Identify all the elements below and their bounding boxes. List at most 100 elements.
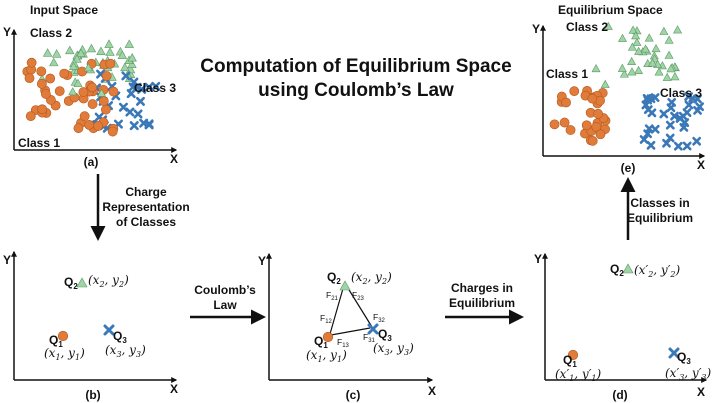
panel-c-q3-marker bbox=[367, 323, 379, 335]
class1-circle-marker bbox=[84, 119, 95, 130]
coord-y: , y′ bbox=[574, 367, 591, 381]
coord-y: , y′ bbox=[653, 263, 670, 277]
panel-e-y-label: Y bbox=[532, 22, 540, 36]
class2-triangle-marker bbox=[120, 62, 130, 72]
panel-b-charge-representation: Y X Q2(x2, y2)Q1(x1, y1)Q3(x3, y3) (b) bbox=[3, 250, 178, 402]
coord-close: ) bbox=[596, 367, 602, 381]
class2-triangle-marker bbox=[662, 72, 672, 81]
class1-circle-marker bbox=[591, 122, 602, 132]
force-label: F32 bbox=[373, 312, 386, 324]
coord-x-index: 1 bbox=[569, 374, 574, 383]
class2-triangle-marker bbox=[617, 63, 627, 72]
class2-triangle-marker bbox=[641, 44, 651, 53]
coord-x-index: 3 bbox=[116, 350, 121, 359]
coord-x: (x bbox=[306, 348, 318, 362]
charge-coordinates: (x2, y2) bbox=[351, 270, 392, 286]
class3-cross-marker bbox=[675, 113, 685, 123]
coord-y-index: 1 bbox=[337, 355, 342, 364]
class1-circle-marker bbox=[107, 126, 118, 137]
force-index: 13 bbox=[342, 343, 349, 349]
coord-y-index: 3 bbox=[404, 348, 409, 357]
class3-cross-marker bbox=[667, 97, 677, 107]
coord-x-index: 3 bbox=[679, 373, 684, 382]
panel-a-x-label: X bbox=[170, 152, 178, 166]
class1-circle-marker bbox=[569, 86, 580, 97]
class2-triangle-marker bbox=[634, 46, 644, 55]
panel-e-class2-label: Class 2 bbox=[566, 20, 608, 34]
coord-close: ) bbox=[123, 273, 129, 287]
class2-triangle-marker bbox=[634, 65, 644, 74]
class1-circle-marker bbox=[559, 117, 570, 128]
coord-y-index: 2 bbox=[381, 277, 387, 286]
panel-e-points bbox=[549, 21, 705, 151]
charge-name: Q3 bbox=[677, 350, 691, 366]
class1-circle-marker bbox=[101, 71, 112, 81]
arrow-charge-representation: Charge Representation of Classes bbox=[90, 174, 190, 241]
coord-close: ) bbox=[341, 348, 347, 362]
class2-triangle-marker bbox=[117, 50, 128, 59]
class1-circle-marker bbox=[595, 129, 606, 140]
panel-b-caption: (b) bbox=[85, 388, 100, 402]
class2-triangle-marker bbox=[664, 35, 674, 44]
coord-x: (x′ bbox=[634, 263, 648, 277]
panel-d-q3-marker bbox=[668, 347, 680, 359]
charge-coordinates: (x3, y3) bbox=[373, 341, 414, 357]
class2-triangle-marker bbox=[97, 88, 107, 97]
coord-x: (x bbox=[88, 273, 100, 287]
panel-e-caption: (e) bbox=[621, 161, 636, 175]
charge-coordinates: (x3, y3) bbox=[105, 343, 146, 359]
panel-c-x-label: X bbox=[428, 384, 436, 398]
coord-y-index: 1 bbox=[75, 353, 80, 362]
class2-triangle-marker bbox=[68, 61, 79, 70]
class1-circle-marker bbox=[45, 73, 56, 84]
charge-coordinates: (x′1, y′1) bbox=[555, 367, 602, 383]
charge-coordinates: (x1, y1) bbox=[306, 348, 347, 364]
coord-x-index: 3 bbox=[384, 348, 389, 357]
panel-a-input-space: Input Space Y X Class 2 Class 3 Class 1 … bbox=[3, 3, 178, 169]
class3-cross-marker bbox=[647, 108, 657, 118]
class1-circle-marker bbox=[581, 120, 592, 131]
class3-cross-marker bbox=[641, 100, 651, 110]
class2-triangle-marker bbox=[627, 42, 637, 51]
panel-e-class3-label: Class 3 bbox=[660, 86, 702, 100]
arrow-coulombs-law: Coulomb’s Law bbox=[190, 283, 266, 325]
arrow-a-to-b-label-3: of Classes bbox=[116, 215, 176, 229]
class3-cross-marker bbox=[129, 121, 139, 131]
coord-y-index: 3 bbox=[701, 373, 706, 382]
class1-circle-marker bbox=[78, 87, 89, 97]
class1-circle-marker bbox=[105, 58, 116, 69]
arrow-c-to-d-label-1: Charges in bbox=[451, 281, 513, 295]
panel-c-charge-labels: Q2(x2, y2)Q1(x1, y1)Q3(x3, y3) bbox=[306, 270, 414, 364]
class2-triangle-marker bbox=[654, 67, 664, 76]
class2-triangle-marker bbox=[628, 25, 638, 34]
coord-x: (x′ bbox=[555, 367, 569, 381]
class2-triangle-marker bbox=[73, 78, 83, 87]
coord-x-index: 2 bbox=[647, 270, 653, 279]
coord-x-index: 2 bbox=[98, 280, 104, 289]
class3-cross-marker bbox=[682, 108, 692, 117]
class2-triangle-marker bbox=[83, 63, 93, 72]
class3-cross-marker bbox=[144, 82, 154, 92]
charge-coordinates: (x1, y1) bbox=[44, 346, 85, 362]
class3-cross-marker bbox=[650, 124, 660, 134]
class1-circle-marker bbox=[587, 135, 598, 146]
charge-name: Q2 bbox=[64, 275, 78, 291]
class2-triangle-marker bbox=[105, 47, 115, 56]
force-label: F12 bbox=[320, 313, 333, 325]
panel-c-caption: (c) bbox=[346, 388, 361, 402]
coord-close: ) bbox=[675, 263, 681, 277]
coord-y: , y′ bbox=[684, 366, 701, 380]
panel-b-q2-marker bbox=[76, 277, 88, 288]
panel-a-y-label: Y bbox=[3, 25, 11, 39]
force-index: 12 bbox=[325, 319, 332, 325]
panel-d-charge-labels: Q2(x′2, y′2)Q1(x′1, y′1)Q3(x′3, y′3) bbox=[555, 262, 712, 383]
force-label: F21 bbox=[326, 290, 339, 302]
class2-triangle-marker bbox=[647, 58, 657, 67]
coord-x: (x bbox=[105, 343, 117, 357]
force-line-1-3 bbox=[330, 327, 371, 336]
class3-cross-marker bbox=[132, 82, 142, 92]
class1-circle-marker bbox=[87, 99, 98, 109]
panel-b-x-label: X bbox=[170, 382, 178, 396]
force-index: 23 bbox=[357, 296, 364, 302]
